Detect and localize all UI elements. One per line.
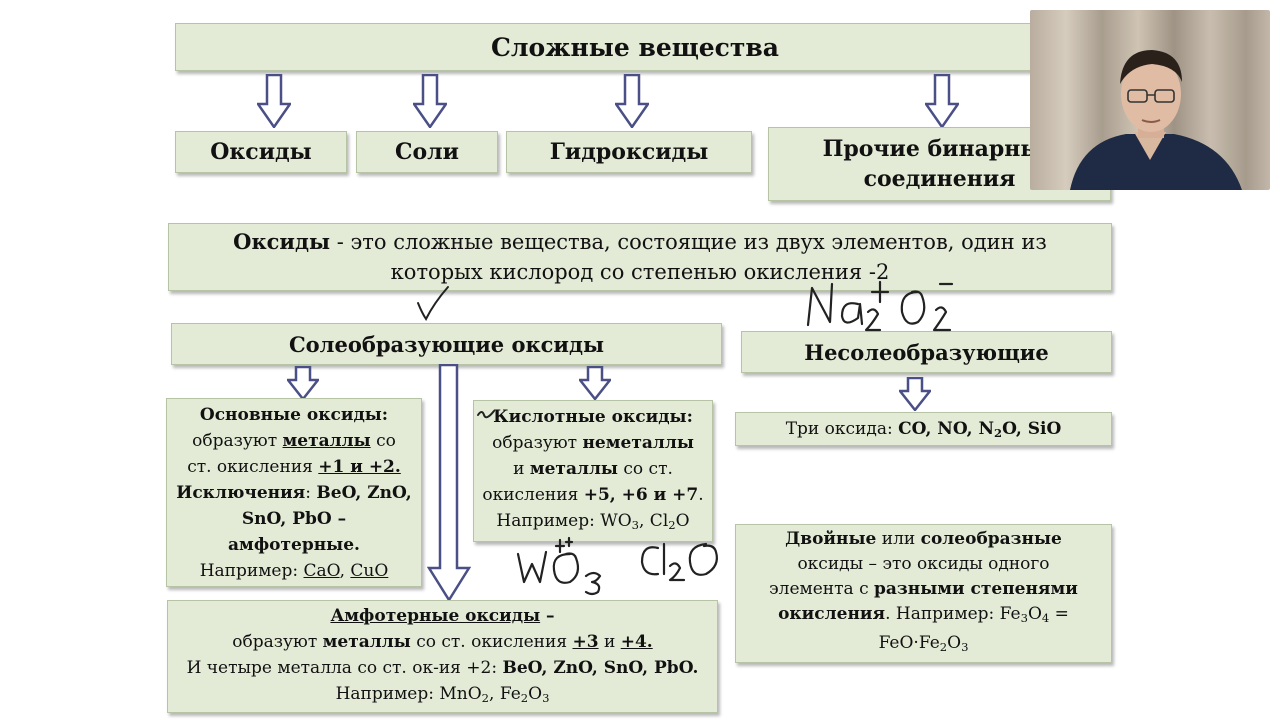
handwritten-na2o2-formula xyxy=(806,280,954,332)
amphoteric-line4: Например: MnO2, Fe2O3 xyxy=(335,683,550,705)
definition-line2: которых кислород со степенью окисления -… xyxy=(390,260,890,284)
non-salt-forming-label: Несолеобразующие xyxy=(804,339,1049,365)
handwritten-cl2o-formula xyxy=(640,542,718,582)
arrow-down-icon xyxy=(925,74,959,128)
handwritten-tick-mark xyxy=(477,410,495,419)
acidic-line4: окисления +5, +6 и +7. xyxy=(482,485,704,506)
definition-line1: Оксиды - это сложные вещества, состоящие… xyxy=(233,227,1047,257)
arrow-down-icon xyxy=(615,74,649,128)
oxides-label: Оксиды xyxy=(210,139,312,165)
acidic-oxides-box: Кислотные оксиды: образуют неметаллы и м… xyxy=(473,400,713,542)
acidic-line5: Например: WO3, Cl2O xyxy=(496,511,690,532)
oxides-box: Оксиды xyxy=(175,131,347,173)
amphoteric-line2: образуют металлы со ст. окисления +3 и +… xyxy=(232,631,653,652)
acidic-line2: образуют неметаллы xyxy=(492,433,694,454)
non-salt-forming-box: Несолеобразующие xyxy=(741,331,1112,373)
handwritten-wo3-formula xyxy=(516,536,602,596)
other-binary-label-line2: соединения xyxy=(863,166,1016,192)
double-oxides-box: Двойные или солеобразные оксиды – это ок… xyxy=(735,524,1112,663)
basic-line2: образуют металлы со xyxy=(192,430,396,451)
double-line3: элемента с разными степенями xyxy=(769,579,1078,600)
three-oxides-text: Три оксида: CO, NO, N2O, SiO xyxy=(785,418,1062,440)
basic-oxides-box: Основные оксиды: образуют металлы со ст.… xyxy=(166,398,422,587)
double-line4: окисления. Например: Fe3O4 = xyxy=(778,604,1069,625)
title-box: Сложные вещества xyxy=(175,23,1095,71)
arrow-down-icon xyxy=(413,74,447,128)
basic-line7: Например: CaO, CuO xyxy=(199,560,389,581)
salt-forming-box: Солеобразующие оксиды xyxy=(171,323,722,365)
presenter-image xyxy=(1030,10,1270,190)
other-binary-label-line1: Прочие бинарные xyxy=(822,136,1057,162)
basic-line3: ст. окисления +1 и +2. xyxy=(187,456,401,477)
amphoteric-line1: Амфотерные оксиды – xyxy=(330,605,555,626)
salt-forming-label: Солеобразующие оксиды xyxy=(288,331,605,357)
amphoteric-line3: И четыре металла со ст. ок-ия +2: BeO, Z… xyxy=(186,657,699,678)
double-line2: оксиды – это оксиды одного xyxy=(797,554,1050,575)
acidic-line3: и металлы со ст. xyxy=(513,459,673,480)
basic-oxides-title: Основные оксиды: xyxy=(199,404,389,425)
hydroxides-box: Гидроксиды xyxy=(506,131,752,173)
definition-text: - это сложные вещества, состоящие из дву… xyxy=(330,230,1047,254)
double-line5: FeO·Fe2O3 xyxy=(878,633,969,654)
definition-term: Оксиды xyxy=(233,229,331,254)
handwritten-checkmark xyxy=(417,286,449,321)
three-oxides-box: Три оксида: CO, NO, N2O, SiO xyxy=(735,412,1112,446)
page-title: Сложные вещества xyxy=(491,32,779,62)
basic-line5: SnO, PbO – xyxy=(241,508,347,529)
arrow-down-icon xyxy=(899,377,931,411)
webcam-video xyxy=(1030,10,1270,190)
hydroxides-label: Гидроксиды xyxy=(549,139,709,165)
basic-line6: амфотерные. xyxy=(228,534,360,555)
arrow-down-icon xyxy=(579,366,611,400)
arrow-down-icon xyxy=(257,74,291,128)
salts-label: Соли xyxy=(394,139,459,165)
definition-box: Оксиды - это сложные вещества, состоящие… xyxy=(168,223,1112,291)
double-line1: Двойные или солеобразные xyxy=(785,529,1062,550)
long-arrow-down-icon xyxy=(427,364,471,602)
salts-box: Соли xyxy=(356,131,498,173)
acidic-oxides-title: Кислотные оксиды: xyxy=(493,407,693,428)
arrow-down-icon xyxy=(287,366,319,400)
amphoteric-oxides-box: Амфотерные оксиды – образуют металлы со … xyxy=(167,600,718,713)
basic-line4: Исключения: BeO, ZnO, xyxy=(176,482,412,503)
